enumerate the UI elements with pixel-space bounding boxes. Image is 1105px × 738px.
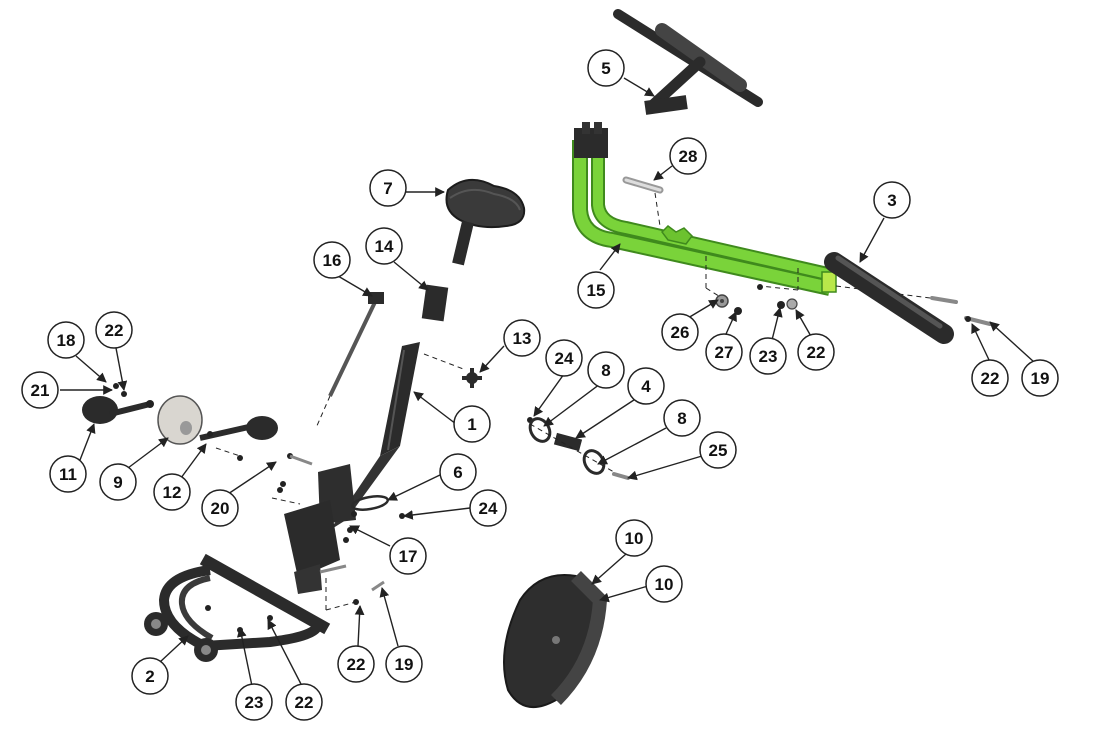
callout-21: 21	[21, 371, 59, 409]
callout-17: 17	[389, 537, 427, 575]
callout-12: 12	[153, 473, 191, 511]
callout-7: 7	[369, 169, 407, 207]
svg-text:19: 19	[1031, 369, 1050, 388]
svg-text:22: 22	[105, 321, 124, 340]
svg-text:21: 21	[31, 381, 50, 400]
part-15-green-frame	[572, 122, 837, 296]
part-28-pin	[622, 176, 664, 227]
callout-10: 10	[645, 565, 683, 603]
callout-16: 16	[313, 241, 351, 279]
callout-10: 10	[615, 519, 653, 557]
callout-22: 22	[95, 311, 133, 349]
callout-bubbles: 5 28 7 3 16 14 15 18 22 13 26 27 23 22 2…	[21, 49, 1059, 721]
svg-text:15: 15	[587, 281, 606, 300]
callout-14: 14	[365, 227, 403, 265]
svg-text:25: 25	[709, 441, 728, 460]
svg-text:6: 6	[453, 463, 462, 482]
svg-text:17: 17	[399, 547, 418, 566]
callout-23: 23	[235, 683, 273, 721]
svg-text:14: 14	[375, 237, 394, 256]
part-3-rear-tube	[824, 252, 992, 344]
callout-5: 5	[587, 49, 625, 87]
svg-text:27: 27	[715, 343, 734, 362]
svg-text:22: 22	[347, 655, 366, 674]
callout-3: 3	[873, 181, 911, 219]
svg-text:28: 28	[679, 147, 698, 166]
svg-text:22: 22	[807, 343, 826, 362]
part-1-upright-frame	[284, 342, 467, 594]
callout-22: 22	[337, 645, 375, 683]
callout-28: 28	[669, 137, 707, 175]
callout-19: 19	[1021, 359, 1059, 397]
callout-24: 24	[469, 489, 507, 527]
svg-text:3: 3	[887, 191, 896, 210]
callout-6: 6	[439, 453, 477, 491]
part-13-knob	[462, 368, 482, 388]
svg-text:11: 11	[59, 465, 77, 484]
callout-13: 13	[503, 319, 541, 357]
svg-text:20: 20	[211, 499, 230, 518]
part-16-rod	[315, 292, 384, 429]
callout-27: 27	[705, 333, 743, 371]
svg-text:9: 9	[113, 473, 122, 492]
svg-text:10: 10	[655, 575, 674, 594]
callout-22: 22	[285, 683, 323, 721]
svg-text:10: 10	[625, 529, 644, 548]
callout-15: 15	[577, 271, 615, 309]
callout-2: 2	[131, 657, 169, 695]
parts-crank-pedals	[82, 383, 278, 461]
part-10-cover	[503, 571, 608, 709]
svg-text:13: 13	[513, 329, 532, 348]
svg-text:24: 24	[555, 349, 574, 368]
svg-text:22: 22	[981, 369, 1000, 388]
parts-4-8-24-25-hardware	[527, 417, 630, 480]
part-14-sleeve	[421, 284, 449, 322]
svg-text:23: 23	[245, 693, 264, 712]
svg-text:24: 24	[479, 499, 498, 518]
callout-1: 1	[453, 405, 491, 443]
callout-20: 20	[201, 489, 239, 527]
callout-22: 22	[797, 333, 835, 371]
svg-text:7: 7	[383, 179, 392, 198]
callout-26: 26	[661, 313, 699, 351]
svg-text:19: 19	[395, 655, 414, 674]
callout-23: 23	[749, 337, 787, 375]
callout-25: 25	[699, 431, 737, 469]
svg-text:8: 8	[601, 361, 610, 380]
leader-lines	[60, 77, 1035, 687]
callout-19: 19	[385, 645, 423, 683]
svg-text:22: 22	[295, 693, 314, 712]
svg-text:16: 16	[323, 251, 342, 270]
callout-18: 18	[47, 321, 85, 359]
svg-text:1: 1	[467, 415, 476, 434]
svg-text:18: 18	[57, 331, 76, 350]
part-2-base	[144, 553, 385, 662]
svg-text:4: 4	[641, 377, 651, 396]
part-5-handlebar	[613, 9, 763, 115]
svg-text:5: 5	[601, 59, 610, 78]
part-7-seat	[445, 179, 526, 266]
svg-text:23: 23	[759, 347, 778, 366]
callout-9: 9	[99, 463, 137, 501]
callout-4: 4	[627, 367, 665, 405]
svg-text:2: 2	[145, 667, 154, 686]
callout-8: 8	[663, 399, 701, 437]
callout-22: 22	[971, 359, 1009, 397]
svg-text:12: 12	[163, 483, 182, 502]
callout-11: 11	[49, 455, 87, 493]
callout-8: 8	[587, 351, 625, 389]
svg-text:8: 8	[677, 409, 686, 428]
callout-24: 24	[545, 339, 583, 377]
svg-text:26: 26	[671, 323, 690, 342]
